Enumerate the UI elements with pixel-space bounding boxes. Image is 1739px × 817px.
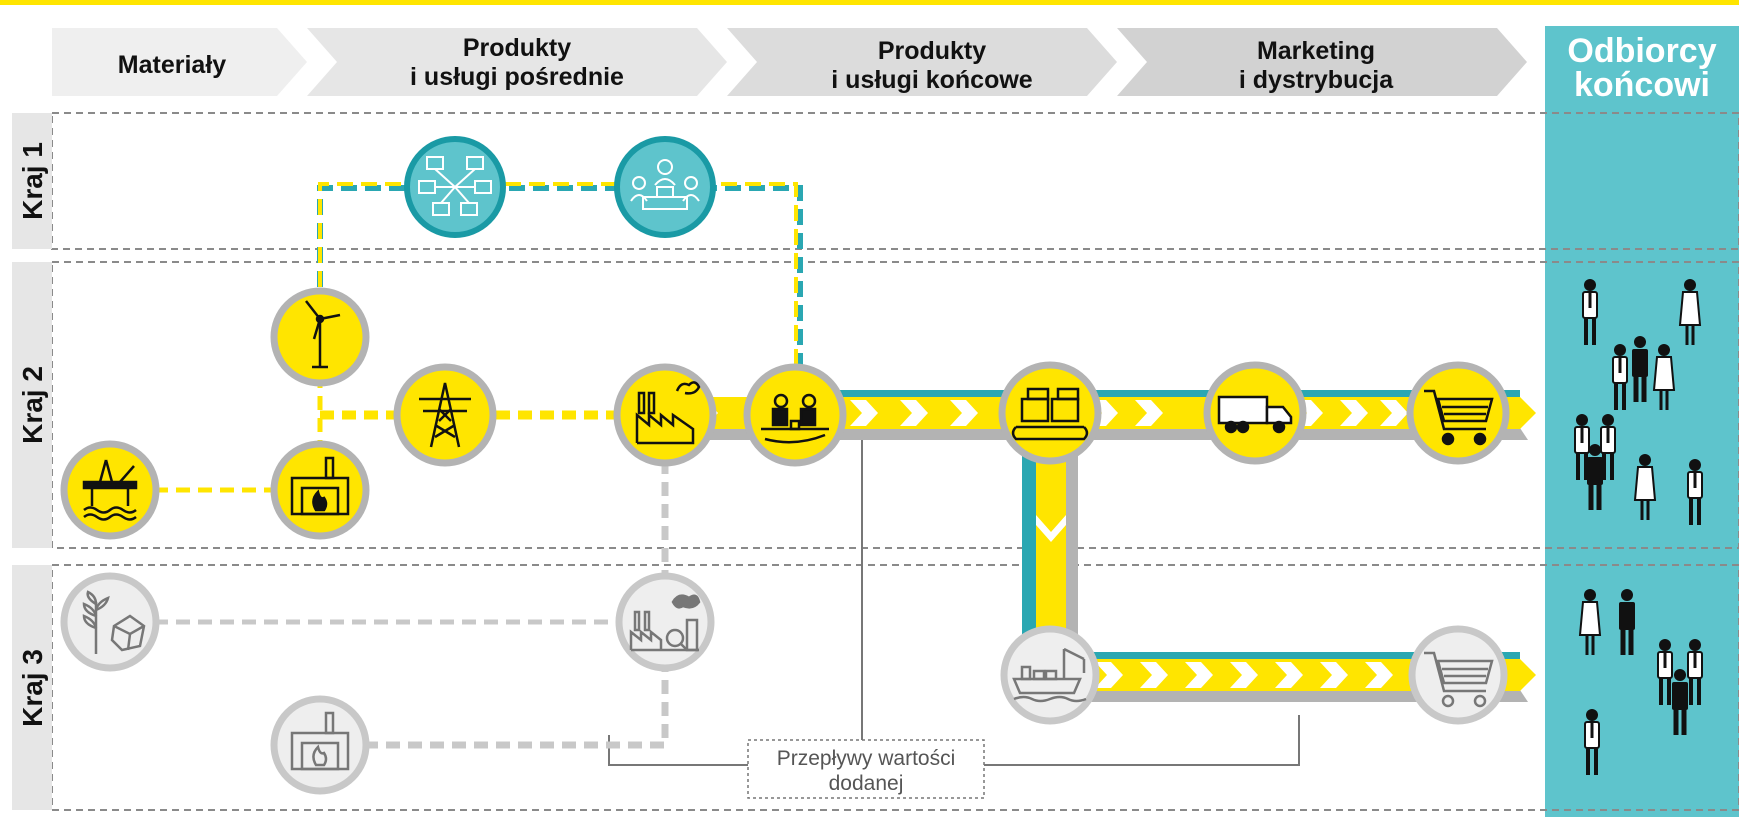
note-line-1: Przepływy wartości [777, 747, 956, 770]
furnace-icon [290, 711, 350, 771]
value-added-note: Przepływy wartości dodanej [747, 739, 985, 799]
stage-label-final: Produkty [878, 37, 986, 65]
flow-band-vertical [1022, 430, 1078, 650]
top-accent-bar [0, 0, 1739, 5]
country-frame-2 [51, 261, 1739, 549]
stage-label-intermediate: Produkty [463, 34, 571, 62]
business-meeting-icon [630, 159, 700, 210]
node-cargo-ship[interactable] [1000, 625, 1100, 725]
node-furnace-grey[interactable] [270, 695, 370, 795]
stage-arrow [307, 28, 727, 96]
stage-arrow [727, 28, 1117, 96]
truck-icon [1217, 395, 1293, 434]
power-pylon-icon [419, 382, 471, 448]
computer-network-icon [418, 156, 492, 216]
cargo-ship-icon [1012, 647, 1087, 703]
node-truck[interactable] [1203, 361, 1307, 465]
country-label-2: Kraj 2 [17, 366, 48, 444]
stage-label-marketing-2: i dystrybucja [1239, 66, 1394, 94]
country-label-3: Kraj 3 [17, 649, 48, 727]
country-tab-1 [12, 113, 52, 249]
stage-arrow [1117, 28, 1527, 96]
stage-label-final-2: i usługi końcowe [831, 66, 1033, 94]
node-computer-network[interactable] [404, 136, 506, 238]
stage-arrow [52, 28, 307, 96]
consumers-label-2: końcowi [1574, 66, 1710, 104]
wind-turbine-icon [305, 300, 341, 369]
country-tab-2 [12, 262, 52, 548]
node-factory[interactable] [613, 363, 717, 467]
node-industrial-plant[interactable] [615, 572, 715, 672]
consumers-label: Odbiorcy [1567, 32, 1716, 70]
node-shopping-cart-grey[interactable] [1408, 625, 1508, 725]
node-crops-minerals[interactable] [60, 572, 160, 672]
industrial-plant-icon [629, 594, 701, 652]
factory-icon [635, 381, 701, 445]
node-shopping-cart[interactable] [1406, 361, 1510, 465]
node-oil-rig[interactable] [60, 440, 160, 540]
node-power-pylon[interactable] [393, 363, 497, 467]
oil-rig-icon [82, 459, 138, 521]
node-boxes-conveyor[interactable] [998, 361, 1102, 465]
stage-label-intermediate-2: i usługi pośrednie [410, 63, 624, 91]
country-label-1: Kraj 1 [17, 142, 48, 220]
shopping-cart-icon [1424, 389, 1494, 446]
node-assembly-workers[interactable] [743, 363, 847, 467]
assembly-workers-icon [761, 393, 829, 444]
country-frame-1 [51, 112, 1739, 250]
shopping-cart-icon [1424, 651, 1494, 708]
stage-label-marketing: Marketing [1257, 37, 1375, 65]
node-wind-turbine[interactable] [270, 287, 370, 387]
crops-minerals-icon [82, 590, 146, 654]
furnace-icon [290, 456, 350, 516]
consumers-column [1545, 26, 1739, 817]
country-frame-3 [51, 564, 1739, 811]
value-added-bracket [608, 440, 1300, 766]
stage-header: Materiały Produkty i usługi pośrednie Pr… [52, 28, 1527, 96]
note-line-2: dodanej [829, 772, 904, 795]
boxes-conveyor-icon [1011, 387, 1089, 441]
node-furnace[interactable] [270, 440, 370, 540]
stage-label-materials: Materiały [118, 51, 226, 79]
country-tab-3 [12, 565, 52, 810]
node-business-meeting[interactable] [614, 136, 716, 238]
